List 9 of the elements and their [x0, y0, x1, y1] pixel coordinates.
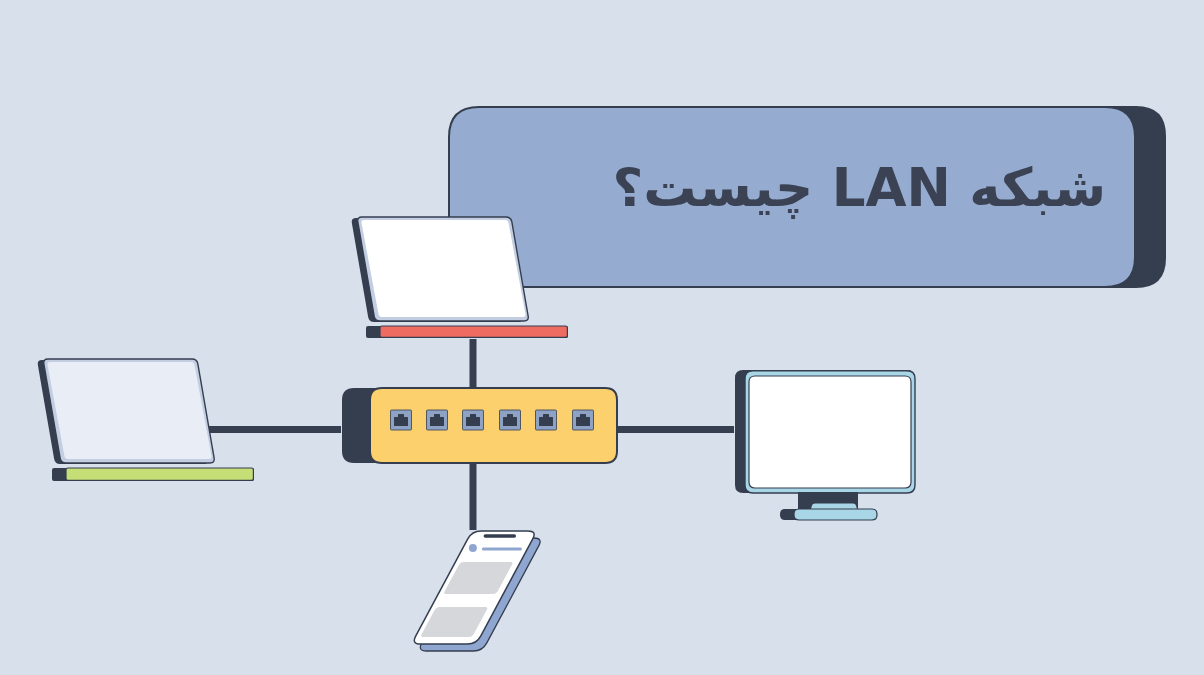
cable-line: [469, 464, 477, 530]
desktop-monitor: [734, 369, 916, 521]
laptop: [350, 216, 569, 339]
laptop: [36, 358, 255, 482]
title: شبکه LAN چیست؟: [612, 156, 1106, 220]
network-switch: [341, 387, 618, 464]
cable-line: [469, 339, 477, 387]
cable-line: [209, 426, 341, 433]
cable-line: [618, 426, 734, 433]
